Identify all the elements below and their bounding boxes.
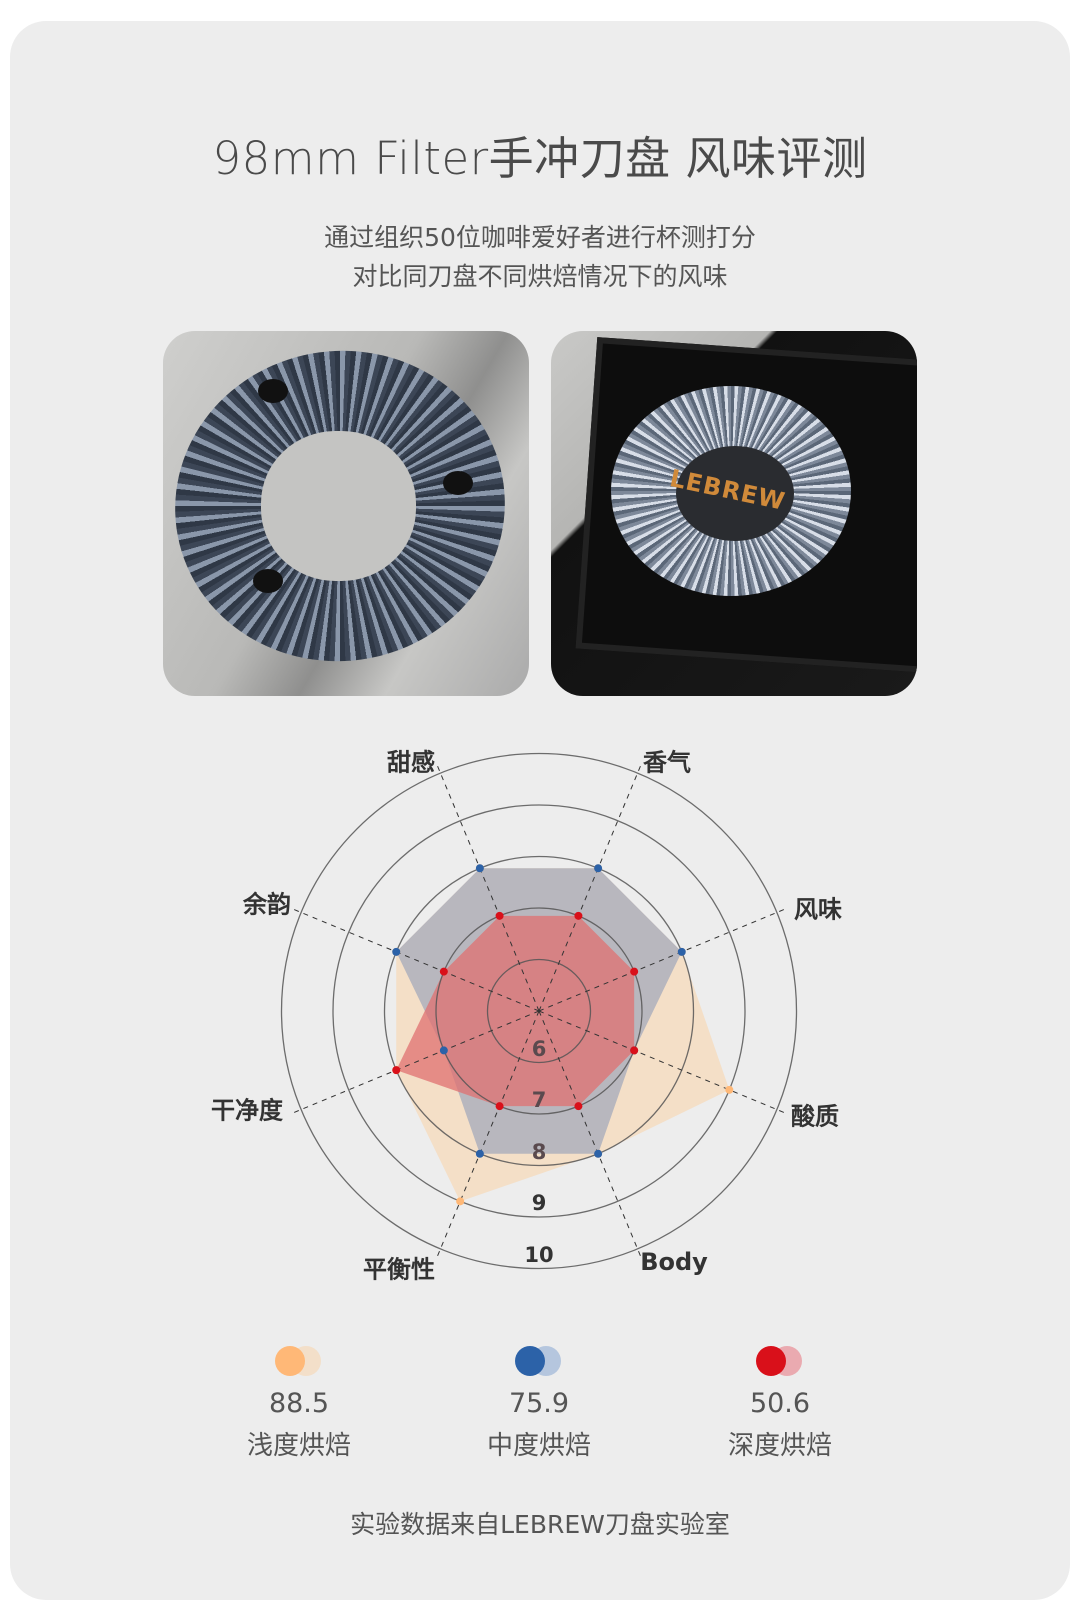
grid-ring-9: [332, 804, 746, 1218]
grid-ring-8: [383, 855, 695, 1167]
bolt-hole: [253, 569, 283, 593]
legend-dot-icon: [756, 1346, 786, 1376]
legend-dot-icon: [275, 1346, 305, 1376]
tick-label: 10: [524, 1242, 554, 1267]
legend-dot-icon: [515, 1346, 545, 1376]
tick-label: 6: [531, 1036, 547, 1061]
tick-label: 8: [531, 1139, 547, 1164]
axis-label: 干净度: [211, 1096, 283, 1125]
axis-label: 甜感: [387, 748, 435, 777]
data-point: [456, 1197, 465, 1206]
data-point: [495, 911, 504, 920]
legend-dots: [750, 1342, 810, 1380]
legend-dots: [269, 1342, 329, 1380]
axis-line: [538, 763, 643, 1012]
footer-source: 实验数据来自LEBREW刀盘实验室: [350, 1510, 730, 1539]
data-point: [630, 1046, 639, 1055]
radar-chart: [280, 752, 798, 1270]
grid-ring-6: [486, 958, 592, 1064]
burr-photo-2: LEBREW: [551, 331, 917, 696]
subtitle-line-1: 通过组织50位咖啡爱好者进行杯测打分: [324, 223, 756, 252]
bolt-hole: [443, 471, 473, 495]
tick-label: 9: [531, 1191, 547, 1215]
axis-line: [291, 907, 540, 1012]
bolt-hole: [258, 379, 288, 403]
legend-item-light: 88.5 浅度烘焙: [199, 1342, 399, 1462]
grid-ring-10: [280, 752, 798, 1270]
legend-score: 50.6: [749, 1388, 811, 1419]
data-point: [630, 967, 639, 976]
subtitle-line-2: 对比同刀盘不同烘焙情况下的风味: [352, 262, 728, 291]
data-point: [677, 947, 686, 956]
data-point: [439, 1046, 448, 1055]
data-point: [495, 1102, 504, 1111]
legend-label: 深度烘焙: [727, 1431, 832, 1461]
data-point: [392, 1066, 401, 1075]
axis-line: [435, 1010, 540, 1259]
axis-label: 余韵: [243, 890, 291, 919]
burr-center-hole: [261, 431, 416, 581]
legend-label: 中度烘焙: [486, 1431, 591, 1461]
legend-score: 88.5: [268, 1388, 330, 1419]
data-point: [439, 967, 448, 976]
legend-item-dark: 50.6 深度烘焙: [680, 1342, 880, 1462]
legend-dots: [509, 1342, 569, 1380]
burr-center-hole: [676, 446, 794, 541]
axis-label: 风味: [794, 895, 842, 924]
axis-label: Body: [640, 1248, 708, 1276]
data-point: [594, 864, 603, 873]
data-point: [392, 947, 401, 956]
axis-label: 酸质: [791, 1102, 839, 1131]
axis-line: [538, 1010, 787, 1115]
page-title: 98mm Filter手冲刀盘 风味评测: [212, 132, 868, 185]
grid-ring-7: [435, 907, 643, 1115]
legend-label: 浅度烘焙: [246, 1431, 351, 1461]
data-point: [574, 911, 583, 920]
data-point: [475, 864, 484, 873]
burr-photo-1: [163, 331, 529, 696]
content-card: [10, 21, 1070, 1600]
axis-line: [291, 1010, 540, 1115]
axis-label: 香气: [643, 748, 691, 777]
axis-line: [538, 1010, 643, 1259]
legend-score: 75.9: [508, 1388, 570, 1419]
tick-label: 7: [531, 1088, 547, 1112]
data-point: [475, 1149, 484, 1158]
data-point: [725, 1085, 734, 1094]
axis-line: [538, 907, 787, 1012]
data-point: [574, 1102, 583, 1111]
axis-label: 平衡性: [363, 1255, 435, 1284]
series-area-2: [396, 915, 635, 1107]
axis-line: [435, 763, 540, 1012]
data-point: [594, 1149, 603, 1158]
legend-item-medium: 75.9 中度烘焙: [439, 1342, 639, 1462]
